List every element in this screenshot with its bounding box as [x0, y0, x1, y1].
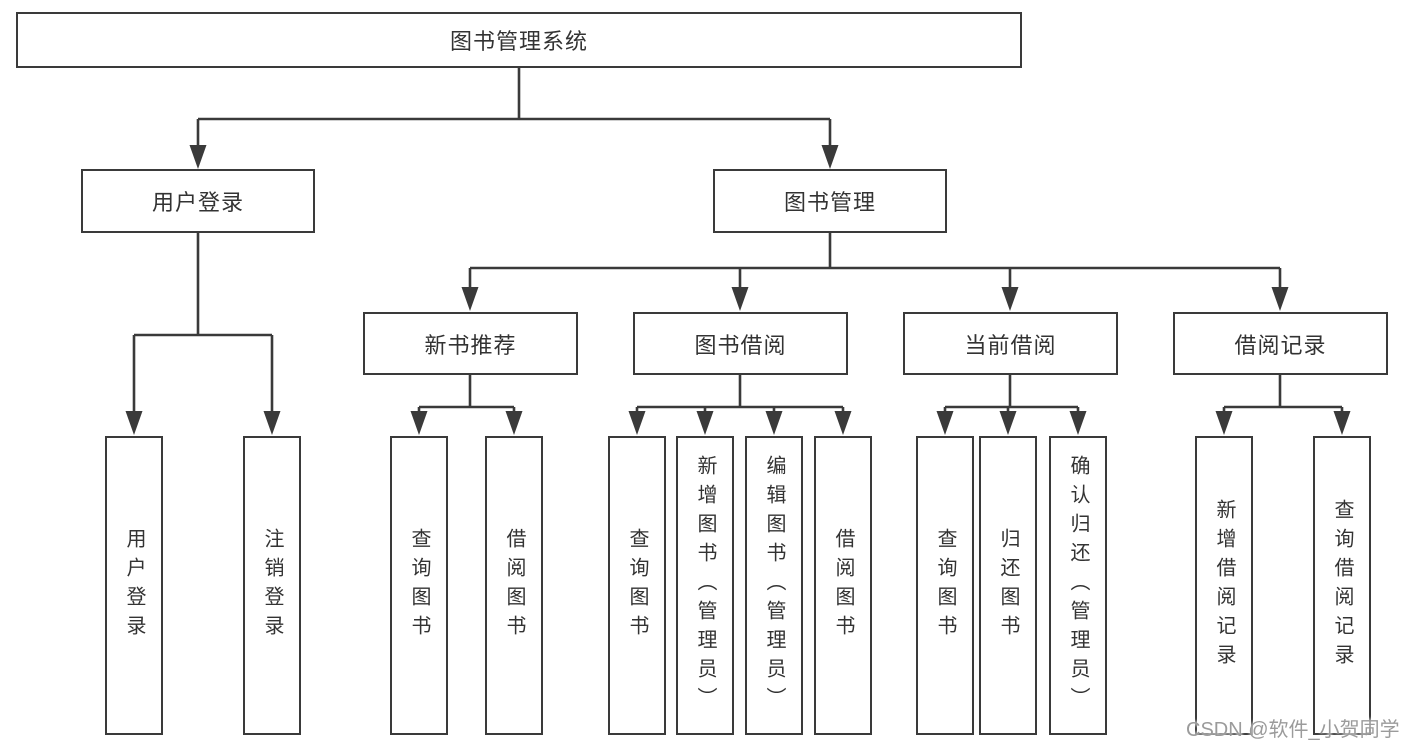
node-user-login: 用户登录 [81, 169, 315, 233]
node-leaf-recommend-query-books-label: 查询图书 [408, 527, 430, 644]
node-leaf-add-books-admin: 新增图书（管理员） [676, 436, 734, 735]
node-leaf-borrow-books: 借阅图书 [814, 436, 872, 735]
node-leaf-confirm-return-admin: 确认归还（管理员） [1049, 436, 1107, 735]
node-leaf-borrow-query-books: 查询图书 [608, 436, 666, 735]
node-leaf-query-borrow-record: 查询借阅记录 [1313, 436, 1371, 735]
node-leaf-borrow-query-books-label: 查询图书 [626, 527, 648, 644]
node-user-login-label: 用户登录 [151, 190, 244, 215]
node-leaf-add-books-admin-label: 新增图书（管理员） [694, 455, 716, 716]
node-leaf-edit-books-admin: 编辑图书（管理员） [745, 436, 803, 735]
node-leaf-current-query-books-label: 查询图书 [934, 527, 956, 644]
node-borrowing-records: 借阅记录 [1173, 312, 1388, 375]
node-borrowing-records-label: 借阅记录 [1234, 332, 1327, 358]
node-leaf-user-login-label: 用户登录 [123, 527, 145, 644]
node-library-system: 图书管理系统 [16, 12, 1022, 68]
node-leaf-logout-label: 注销登录 [261, 527, 283, 644]
node-leaf-confirm-return-admin-label: 确认归还（管理员） [1067, 455, 1089, 716]
node-book-management: 图书管理 [713, 169, 947, 233]
node-leaf-borrow-books-label: 借阅图书 [832, 527, 854, 644]
node-current-borrowing-label: 当前借阅 [964, 332, 1057, 358]
node-leaf-logout: 注销登录 [243, 436, 301, 735]
node-new-book-recommend: 新书推荐 [363, 312, 578, 375]
node-book-borrowing: 图书借阅 [633, 312, 848, 375]
node-leaf-recommend-query-books: 查询图书 [390, 436, 448, 735]
node-book-borrowing-label: 图书借阅 [694, 332, 787, 358]
node-leaf-recommend-borrow-books: 借阅图书 [485, 436, 543, 735]
node-leaf-add-borrow-record: 新增借阅记录 [1195, 436, 1253, 735]
node-leaf-query-borrow-record-label: 查询借阅记录 [1331, 498, 1353, 673]
node-current-borrowing: 当前借阅 [903, 312, 1118, 375]
node-book-management-label: 图书管理 [783, 190, 876, 215]
node-library-system-label: 图书管理系统 [449, 29, 588, 54]
node-leaf-recommend-borrow-books-label: 借阅图书 [503, 527, 525, 644]
arrowheads [125, 145, 1351, 435]
node-leaf-return-books: 归还图书 [979, 436, 1037, 735]
csdn-watermark: CSDN @软件_小贺同学 [1186, 719, 1400, 741]
node-new-book-recommend-label: 新书推荐 [424, 332, 517, 358]
node-leaf-return-books-label: 归还图书 [997, 527, 1019, 644]
node-leaf-add-borrow-record-label: 新增借阅记录 [1213, 498, 1235, 673]
node-leaf-edit-books-admin-label: 编辑图书（管理员） [763, 455, 785, 716]
node-leaf-current-query-books: 查询图书 [916, 436, 974, 735]
node-leaf-user-login: 用户登录 [105, 436, 163, 735]
